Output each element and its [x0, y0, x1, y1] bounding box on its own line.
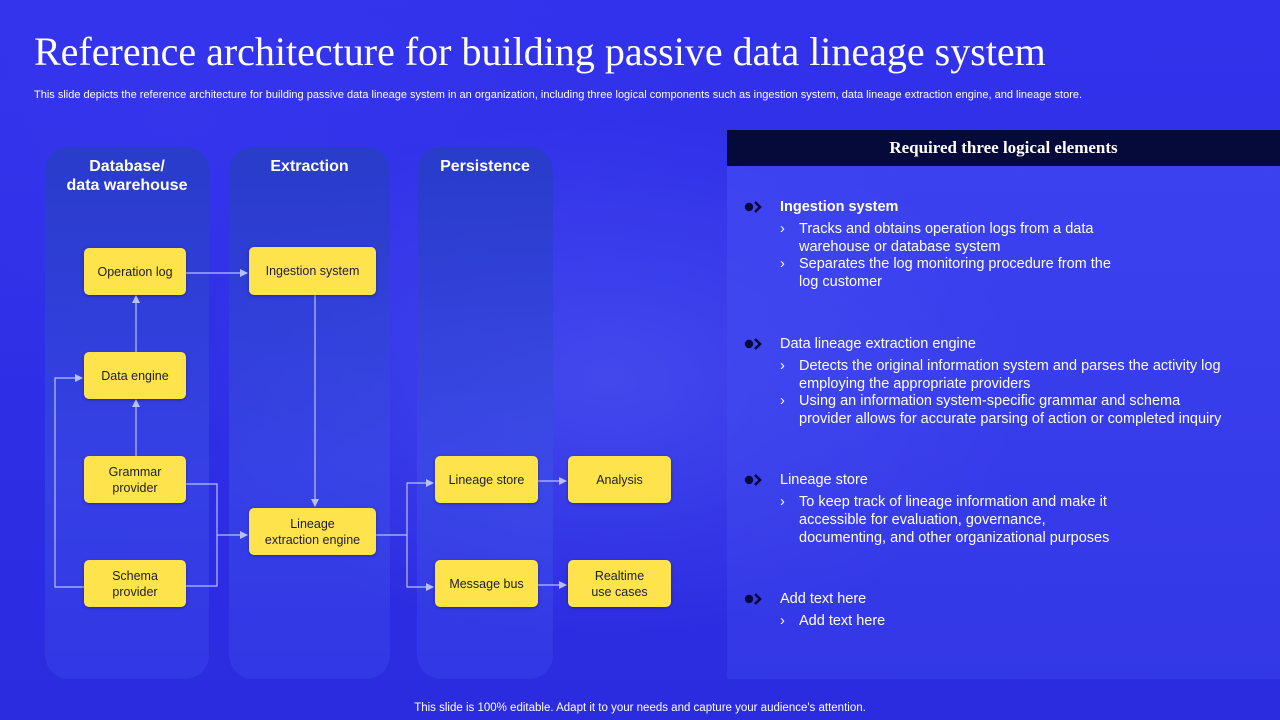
column-heading-persistence: Persistence	[440, 158, 530, 175]
node-lineage-store-label: Lineage store	[448, 472, 525, 487]
section-point: › Tracks and obtains operation logs from …	[744, 220, 1244, 256]
section-point-text: Separates the log monitoring procedure f…	[799, 256, 1111, 290]
section-add-text: Add text here › Add text here	[744, 590, 1244, 630]
chevron-right-icon: ›	[780, 393, 785, 409]
section-point-text: Detects the original information system …	[799, 358, 1221, 392]
node-lineage-store: Lineage store	[435, 456, 538, 503]
double-chevron-bullet-icon	[744, 338, 762, 350]
node-grammar-provider-label: Grammar provider	[108, 464, 162, 495]
section-title: Ingestion system	[744, 198, 1244, 216]
node-analysis: Analysis	[568, 456, 671, 503]
chevron-right-icon: ›	[780, 494, 785, 510]
section-point-text: Add text here	[799, 613, 886, 629]
chevron-right-icon: ›	[780, 256, 785, 272]
node-operation-log: Operation log	[84, 248, 186, 295]
section-point-text: To keep track of lineage information and…	[799, 494, 1110, 546]
node-data-engine: Data engine	[84, 352, 186, 399]
chevron-right-icon: ›	[780, 221, 785, 237]
column-heading-extraction: Extraction	[270, 158, 349, 175]
node-lineage-extraction-engine-label: Lineage extraction engine	[264, 516, 361, 547]
chevron-right-icon: ›	[780, 613, 785, 629]
section-title-text: Data lineage extraction engine	[780, 336, 976, 352]
section-point: › To keep track of lineage information an…	[744, 493, 1244, 547]
section-point-text: Tracks and obtains operation logs from a…	[799, 221, 1094, 255]
section-point: › Separates the log monitoring procedure …	[744, 255, 1244, 291]
section-title: Add text here	[744, 590, 1244, 608]
node-schema-provider-label: Schema provider	[112, 568, 158, 599]
section-point: › Detects the original information system…	[744, 357, 1244, 393]
section-lineage-store: Lineage store › To keep track of lineage …	[744, 471, 1244, 547]
node-realtime-use-cases-label: Realtime use cases	[591, 568, 648, 599]
node-grammar-provider: Grammar provider	[84, 456, 186, 503]
node-realtime-use-cases: Realtime use cases	[568, 560, 671, 607]
node-ingestion-system: Ingestion system	[249, 247, 376, 295]
double-chevron-bullet-icon	[744, 201, 762, 213]
node-message-bus: Message bus	[435, 560, 538, 607]
section-title: Data lineage extraction engine	[744, 335, 1244, 353]
section-title-text: Ingestion system	[780, 199, 899, 215]
slide-title: Reference architecture for building pass…	[34, 29, 1046, 74]
chevron-right-icon: ›	[780, 358, 785, 374]
section-title-text: Add text here	[780, 591, 867, 607]
section-title: Lineage store	[744, 471, 1244, 489]
section-point: › Using an information system-specific gr…	[744, 392, 1244, 428]
panel-header: Required three logical elements	[727, 130, 1280, 166]
section-point: › Add text here	[744, 612, 1244, 630]
node-schema-provider: Schema provider	[84, 560, 186, 607]
section-point-text: Using an information system-specific gra…	[799, 393, 1222, 427]
node-operation-log-label: Operation log	[97, 264, 173, 279]
node-lineage-extraction-engine: Lineage extraction engine	[249, 508, 376, 555]
column-extraction: Extraction	[229, 147, 390, 679]
double-chevron-bullet-icon	[744, 474, 762, 486]
column-heading-database: Database/ data warehouse	[66, 158, 188, 194]
slide-subtitle: This slide depicts the reference archite…	[34, 89, 1083, 101]
logical-elements-panel	[727, 130, 1280, 679]
section-title-text: Lineage store	[780, 472, 868, 488]
double-chevron-bullet-icon	[744, 593, 762, 605]
node-analysis-label: Analysis	[596, 472, 643, 487]
node-data-engine-label: Data engine	[101, 368, 169, 383]
node-ingestion-system-label: Ingestion system	[265, 264, 360, 278]
slide-footer: This slide is 100% editable. Adapt it to…	[414, 702, 866, 714]
section-ingestion-system: Ingestion system › Tracks and obtains ope…	[744, 198, 1244, 291]
section-data-lineage-extraction-engine: Data lineage extraction engine › Detects …	[744, 335, 1244, 428]
node-message-bus-label: Message bus	[449, 576, 524, 591]
